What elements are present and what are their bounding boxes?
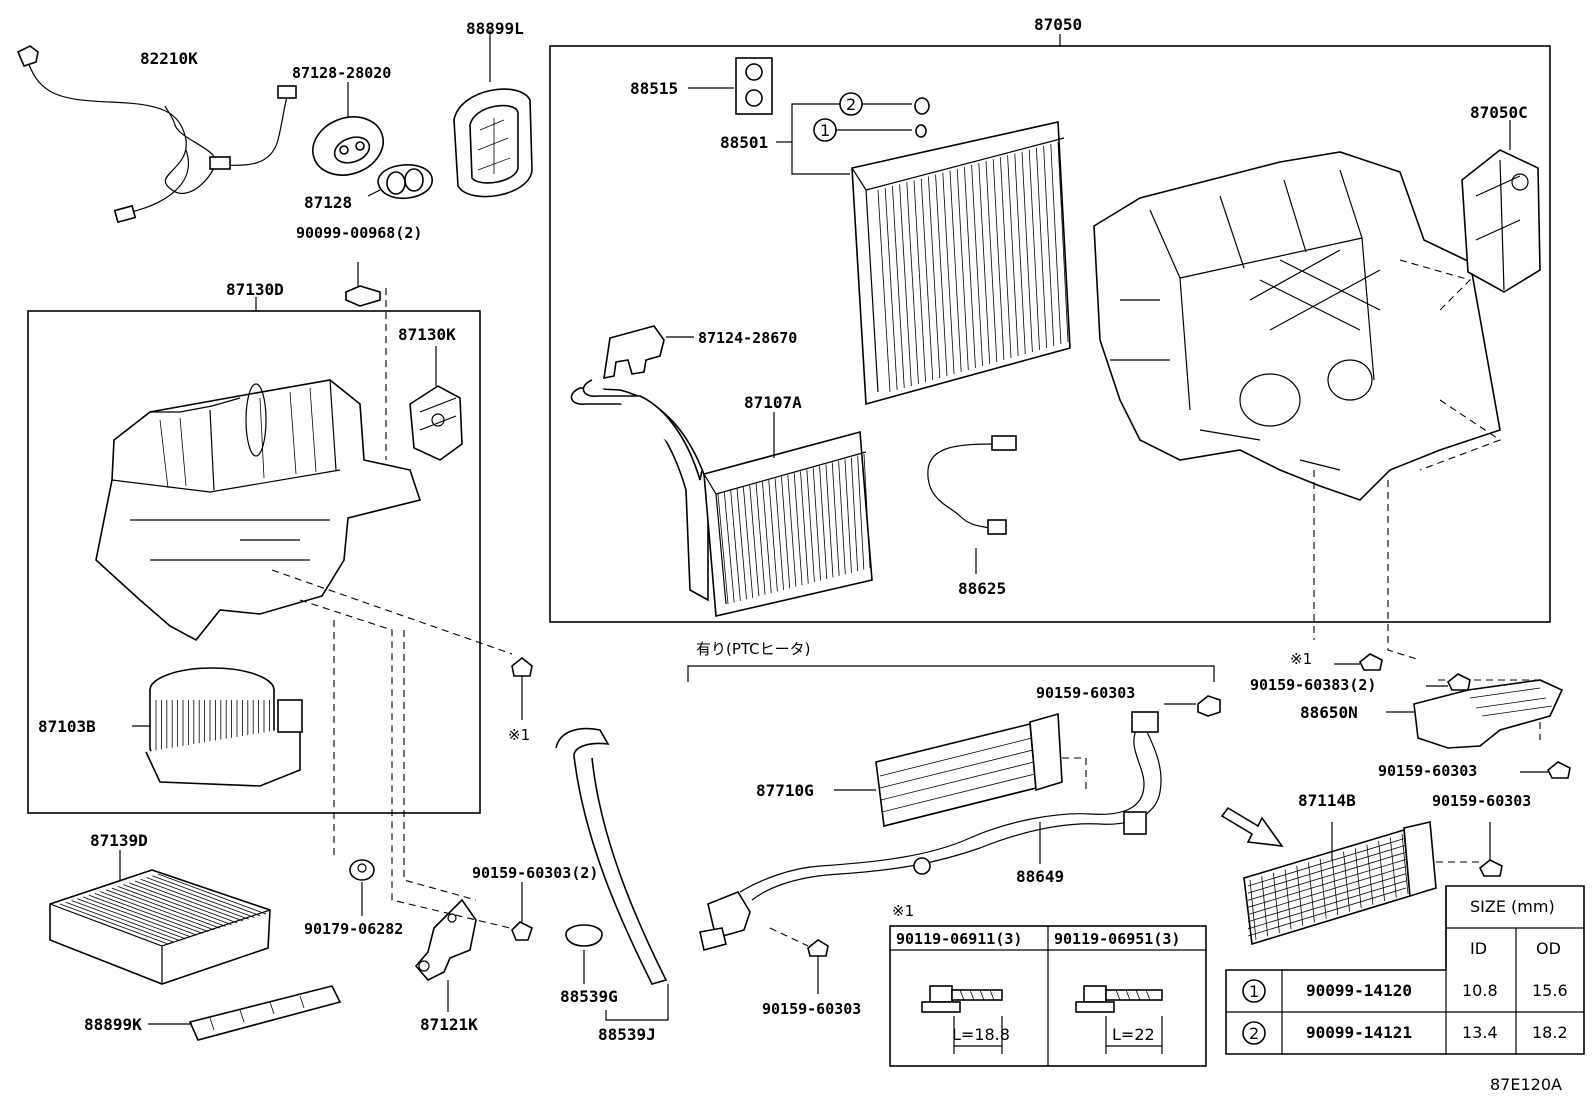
callout-circle-2: 2 [846,95,856,114]
size-row2-id: 13.4 [1462,1023,1498,1042]
label-87050: 87050 [1034,15,1082,34]
size-row2-od: 18.2 [1532,1023,1568,1042]
label-88649: 88649 [1016,867,1064,886]
label-90159-60383: 90159-60383(2) [1250,676,1376,694]
label-90159-60303-duct: 90159-60303 [1378,762,1477,780]
seal-87128-28020 [312,82,384,176]
bolt-90159-60303-duct [1520,761,1571,779]
ptc-harness-88649 [699,711,1162,951]
arrow-indicator [1220,806,1284,848]
duct-seal-88899L [453,30,533,198]
label-90179-06282: 90179-06282 [304,920,403,938]
label-88539J: 88539J [598,1025,656,1044]
label-87114B: 87114B [1298,791,1356,810]
label-88625: 88625 [958,579,1006,598]
ptc-heater-87710G [834,712,1063,827]
sensor-88625 [927,435,1017,574]
label-90099-00968: 90099-00968(2) [296,224,422,242]
label-87128-28020: 87128-28020 [292,64,391,82]
bolt-table-header-1: 90119-06911(3) [896,930,1022,948]
size-row1-od: 15.6 [1532,981,1568,1000]
air-filter-87139D [49,850,271,985]
ptc-heater-87114B [1243,821,1480,946]
expansion-valve-88515 [688,57,773,115]
callout-circle-1: 1 [820,121,830,140]
bolt-marked-1-unit [1334,653,1383,671]
size-table-col-id: ID [1470,939,1487,958]
duct-88650N [1386,679,1564,749]
actuator-87130K [409,346,463,461]
drain-hose-88539J [555,727,669,1021]
damper-actuator-87050C [1461,120,1541,293]
dashed-leaders [271,288,1541,929]
label-90159-60303-ptc-bottom: 90159-60303 [762,1000,861,1018]
label-90159-60303-2: 90159-60303(2) [472,864,598,882]
bolt-table-length-1: L=18.8 [952,1025,1010,1044]
nut-90179-06282 [349,859,375,916]
size-row1-id: 10.8 [1462,981,1498,1000]
size-table-col-od: OD [1536,939,1561,958]
label-mark1-blower: ※1 [508,726,530,744]
blower-motor-87103B [132,667,303,787]
diagram-code: 87E120A [1490,1075,1562,1094]
bolt-table [889,925,1207,1067]
bolt-90159-60383 [1426,673,1471,691]
label-ptc-option: 有り(PTCヒータ) [696,640,811,658]
bolt-table-length-2: L=22 [1112,1025,1155,1044]
label-87103B: 87103B [38,717,96,736]
blower-unit-87130D [95,379,422,642]
label-88515: 88515 [630,79,678,98]
label-87050C: 87050C [1470,103,1528,122]
size-table [1225,885,1585,1055]
label-88899L: 88899L [466,19,524,38]
size-table-title: SIZE (mm) [1470,897,1555,916]
label-87128: 87128 [304,193,352,212]
bracket-87121K [414,898,477,1012]
label-90159-60303-ptc-top: 90159-60303 [1036,684,1135,702]
evaporator-core [851,121,1071,406]
o-ring-callout-88501 [776,92,930,175]
bolt-90159-60303-blower [511,882,533,941]
size-row1-part: 90099-14120 [1306,981,1412,1000]
label-90159-60303-ptc-unit: 90159-60303 [1432,792,1531,810]
label-87139D: 87139D [90,831,148,850]
label-88650N: 88650N [1300,703,1358,722]
size-row2-mark: 2 [1249,1024,1259,1043]
wire-harness-82210K [16,45,297,224]
label-87130D: 87130D [226,280,284,299]
size-row2-part: 90099-14121 [1306,1023,1412,1042]
bolt-90099-00968 [345,262,381,307]
frame-87050 [549,34,1551,623]
label-88539G: 88539G [560,987,618,1006]
size-row1-mark: 1 [1249,982,1259,1001]
label-mark1-unit: ※1 [1290,650,1312,668]
bolt-ptc-bottom [769,927,829,994]
grommet-87128 [367,164,433,200]
bolt-ptc-top [1164,695,1221,717]
label-87124-28670: 87124-28670 [698,329,797,347]
bolt-marked-1-blower [511,656,533,720]
label-87130K: 87130K [398,325,456,344]
label-88501: 88501 [720,133,768,152]
label-87121K: 87121K [420,1015,478,1034]
label-88899K: 88899K [84,1015,142,1034]
bolt-90159-60303-ptc [1478,822,1503,877]
ptc-group-bracket [687,665,1215,682]
label-87710G: 87710G [756,781,814,800]
bolt-table-header-2: 90119-06951(3) [1054,930,1180,948]
filter-cover-88899K [148,985,342,1041]
grommet-88539G [565,924,603,984]
label-82210K: 82210K [140,49,198,68]
heater-core-87107A [570,379,873,617]
label-87107A: 87107A [744,393,802,412]
ac-unit-housing-87050 [1093,151,1502,501]
label-mark1-table: ※1 [892,902,914,920]
frame-87130D [27,297,481,814]
clip-87124-28670 [603,325,694,380]
